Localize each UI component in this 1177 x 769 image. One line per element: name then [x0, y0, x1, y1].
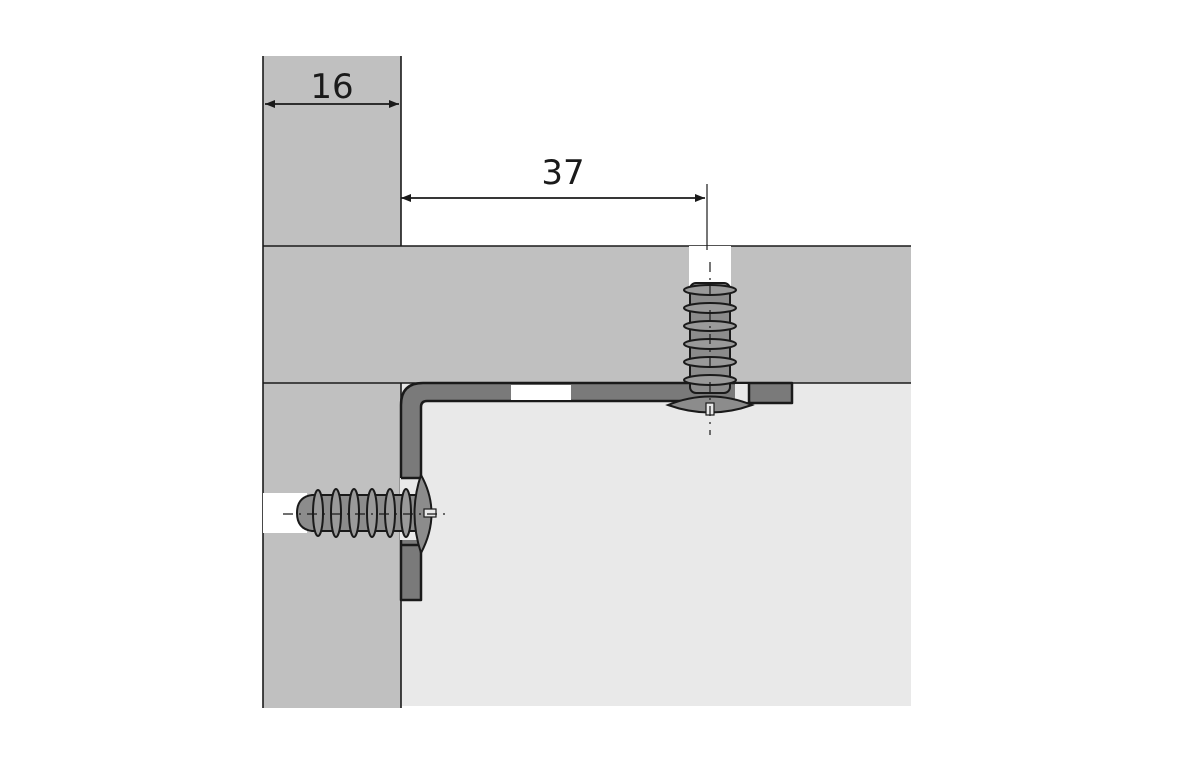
centerlines: [283, 184, 711, 515]
dimension-16-label: 16: [310, 67, 353, 107]
top-panel: [263, 246, 911, 383]
dimension-37-label: 37: [541, 153, 584, 193]
horizontal-screw: [295, 472, 437, 556]
dimension-37: 37: [401, 153, 705, 202]
dimension-16: 16: [265, 67, 399, 108]
bracket-screw-gap-horizontal: [735, 384, 749, 402]
cabinet-interior: [401, 383, 911, 706]
side-panel-upper: [263, 56, 401, 246]
side-panel-lower: [263, 383, 401, 708]
bracket-slot: [511, 385, 571, 400]
